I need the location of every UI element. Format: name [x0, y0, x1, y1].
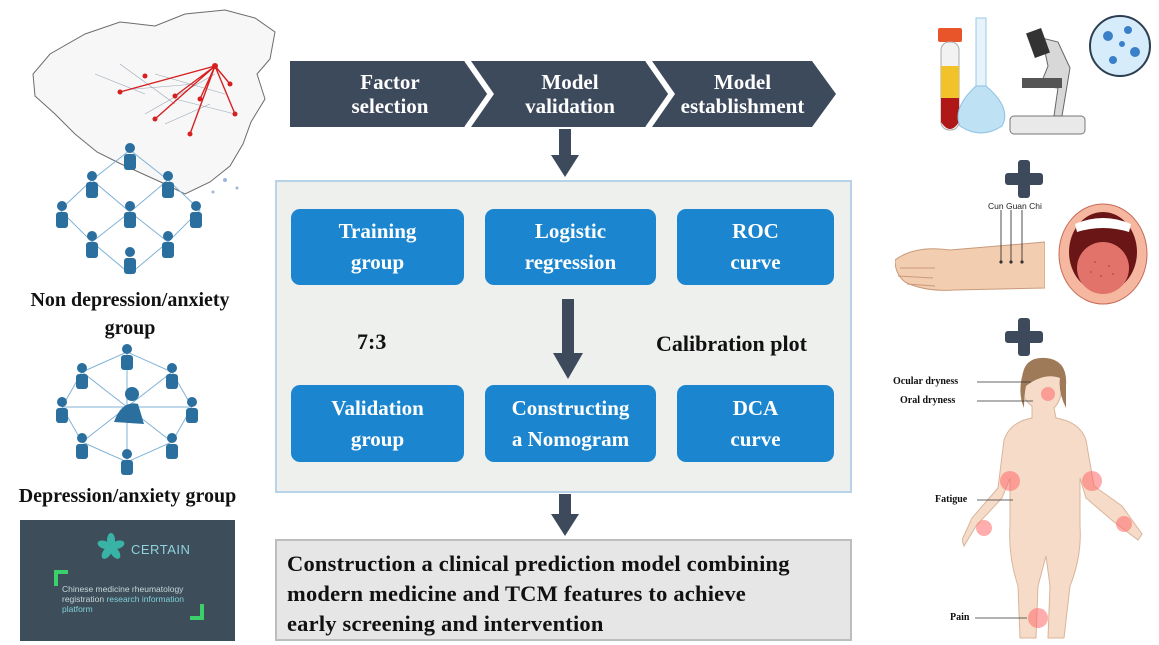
plus-icon: [1005, 318, 1043, 356]
human-body-icon: [962, 357, 1143, 639]
certain-description: Chinese medicine rheumatology registrati…: [62, 584, 184, 614]
down-arrow-icon: [551, 129, 579, 177]
certain-title: CERTAIN: [131, 542, 191, 557]
process-chevrons: [290, 61, 836, 127]
tongue-icon: [1058, 203, 1148, 305]
conclusion-line: modern medicine and TCM features to achi…: [287, 581, 746, 606]
down-arrow-icon: [551, 494, 579, 536]
certain-logo-icon: [97, 533, 125, 559]
symptom-leader-lines: [975, 381, 1033, 619]
conclusion-box: Construction a clinical prediction model…: [275, 539, 852, 641]
split-ratio-label: 7:3: [357, 329, 387, 354]
certain-brackets: [54, 570, 204, 620]
china-map-icon: [32, 9, 276, 195]
depressed-people-network-icon: [56, 344, 198, 475]
calibration-plot-label: Calibration plot: [656, 331, 807, 356]
plus-icon: [1005, 160, 1043, 198]
lab-equipment-icon: [938, 15, 1151, 135]
pain-label: Pain: [950, 612, 970, 623]
conclusion-line: early screening and intervention: [287, 611, 604, 636]
wrist-pulse-icon: [895, 210, 1045, 291]
fatigue-label: Fatigue: [935, 494, 968, 505]
conclusion-line: Construction a clinical prediction model…: [287, 551, 790, 576]
oral-dryness-label: Oral dryness: [900, 395, 956, 406]
certain-platform-card: CERTAIN Chinese medicine rheumatology re…: [20, 520, 235, 641]
pulse-position-labels: Cun Guan Chi: [988, 201, 1042, 211]
depression-group-label: Depression/anxiety group: [18, 485, 237, 507]
people-network-icon: [56, 143, 202, 275]
down-arrow-icon: [553, 299, 583, 379]
ocular-dryness-label: Ocular dryness: [893, 376, 959, 387]
